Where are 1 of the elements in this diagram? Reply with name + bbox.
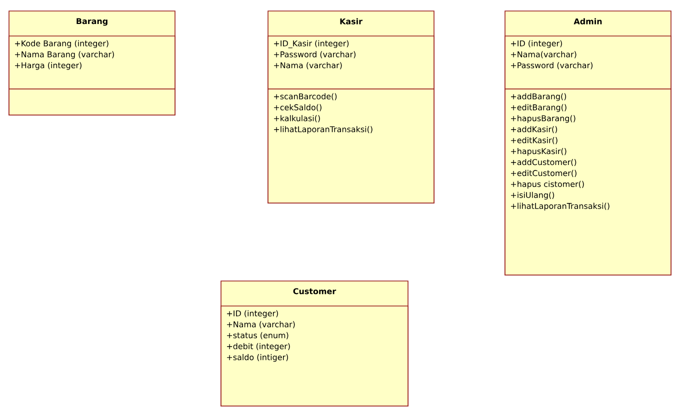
- empty-compartment: [8, 88, 176, 116]
